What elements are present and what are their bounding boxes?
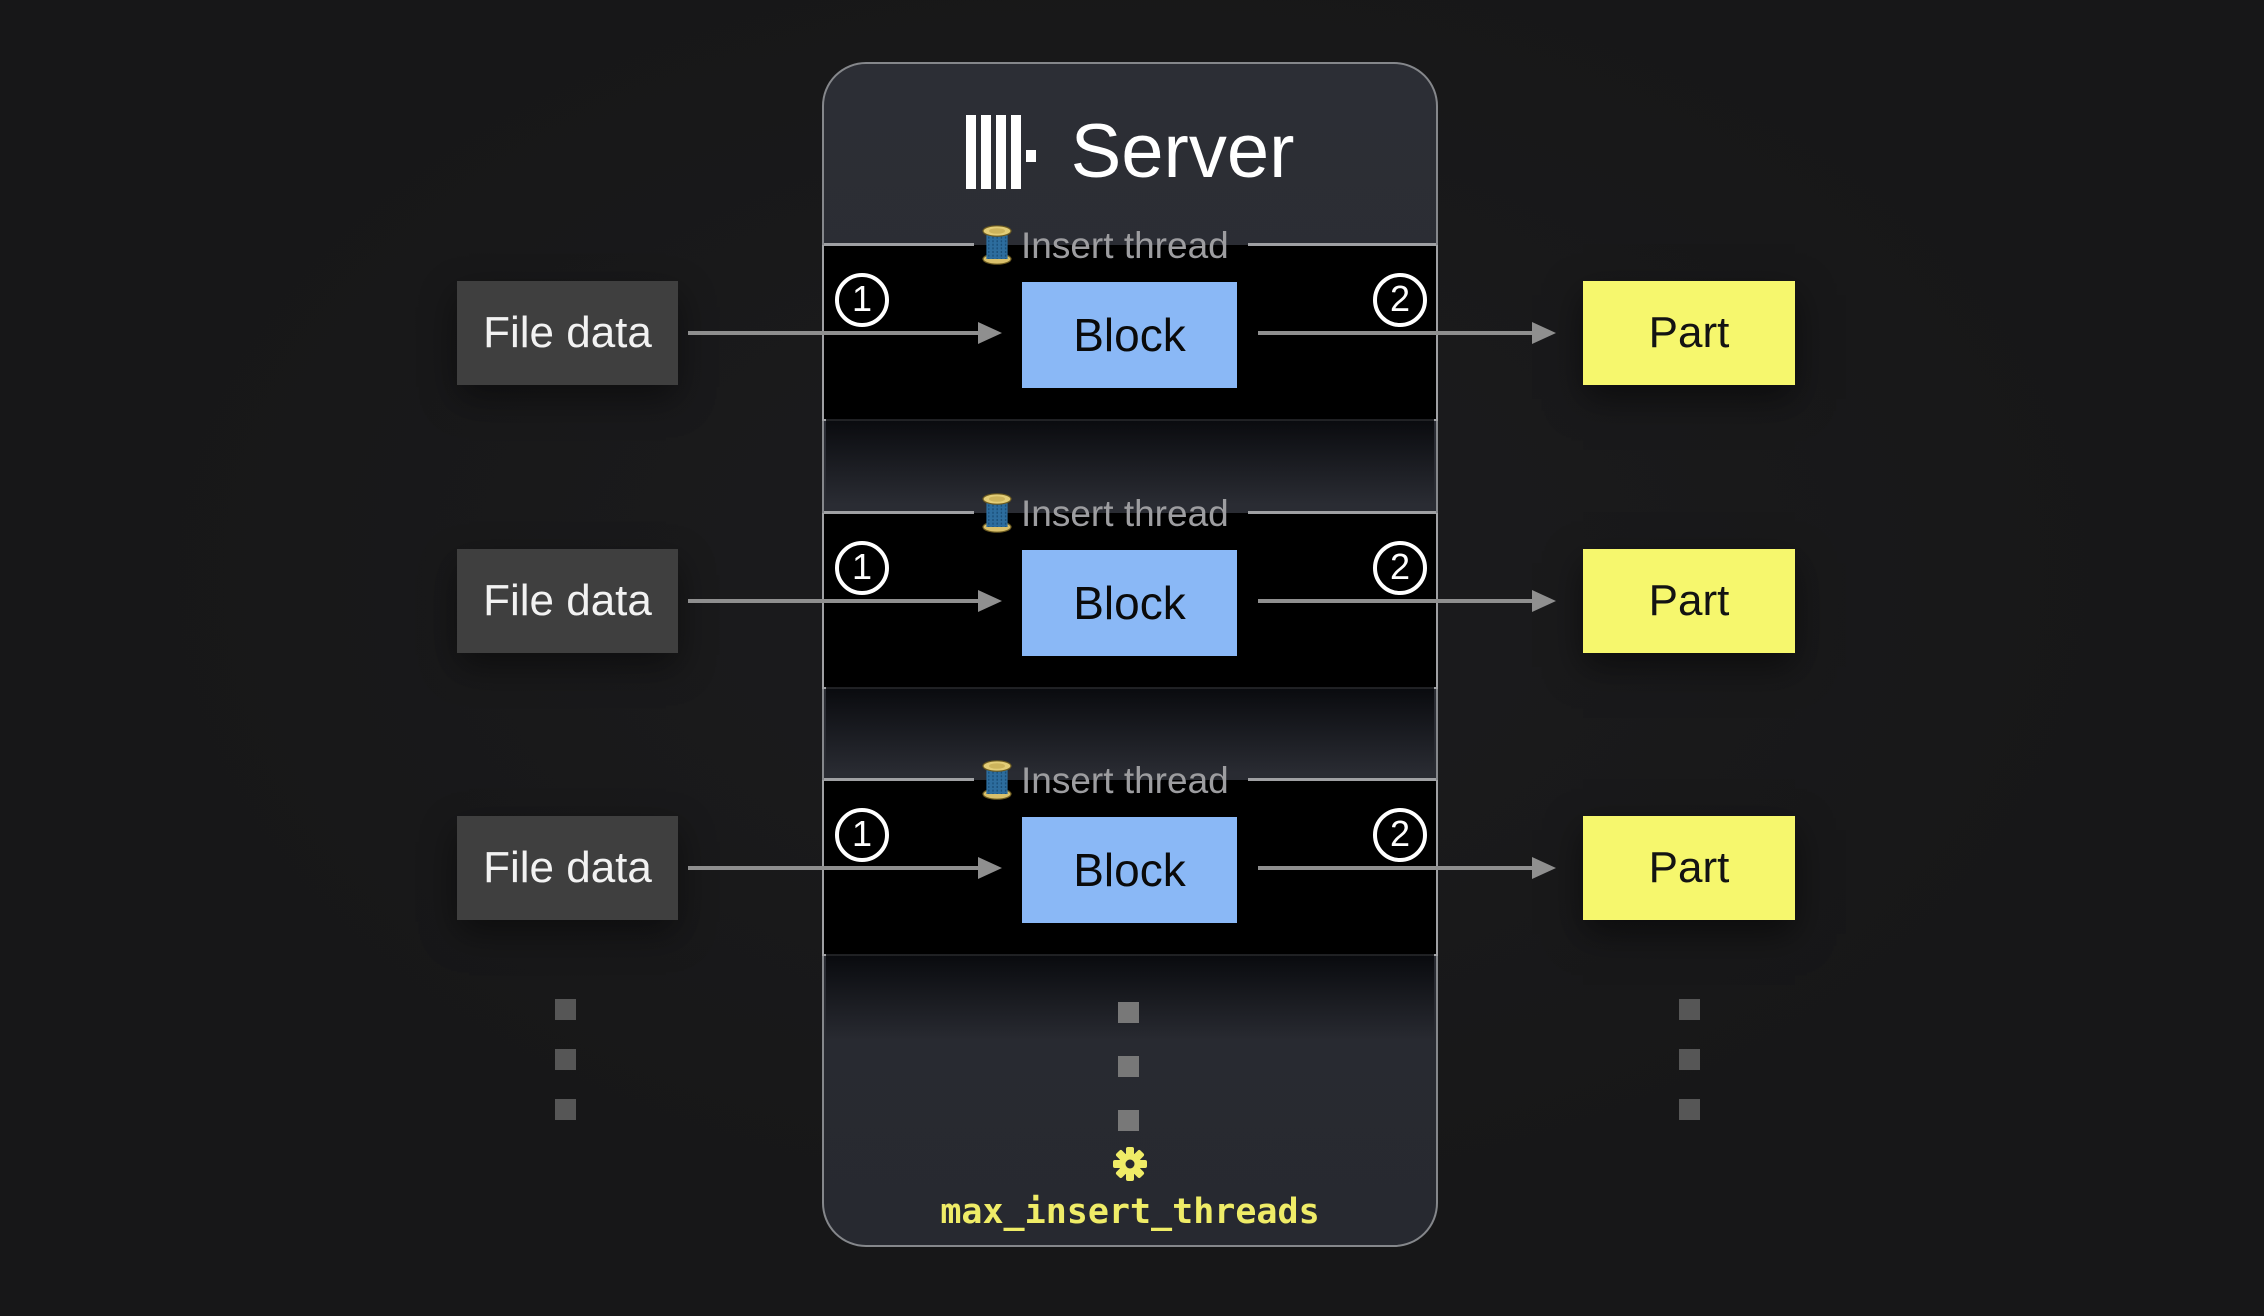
step-number: 1 [851,813,873,854]
thread-spool-icon [982,760,1012,800]
row-shadow [826,954,1434,1040]
ellipsis-dot [1118,1002,1139,1023]
step-1-badge: 1 [835,541,889,595]
row-border-segment [824,511,974,514]
ellipsis-dot [1679,999,1700,1020]
server-header: Server [824,64,1436,245]
ellipsis-dot [1679,1049,1700,1070]
step-2-badge: 2 [1373,273,1427,327]
server-panel: Server Insert thread 1 Block 2 [822,62,1438,1247]
insert-thread-label: Insert thread [982,492,1229,534]
file-data-box-3: File data [457,816,678,920]
row-border-segment [824,243,974,246]
arrow-filedata-to-block-3 [688,866,978,870]
row-border-segment [824,778,974,781]
logo-bar [1010,114,1021,189]
block-box: Block [1022,817,1237,923]
ellipsis-dot [555,999,576,1020]
block-label: Block [1073,309,1186,361]
block-label: Block [1073,577,1186,629]
ellipsis-dot [1679,1099,1700,1120]
server-title: Server [1070,108,1295,194]
thread-spool-icon [982,493,1012,533]
thread-spool-icon [982,225,1012,265]
part-box-2: Part [1583,549,1795,653]
insert-thread-label-text: Insert thread [1021,224,1229,266]
insert-thread-label-text: Insert thread [1021,492,1229,534]
ellipsis-dot [555,1099,576,1120]
ellipsis-dot [1118,1056,1139,1077]
arrow-block-to-part-2 [1258,599,1532,603]
arrow-block-to-part-3 [1258,866,1532,870]
row-border-segment [1248,243,1436,246]
file-data-label: File data [483,308,652,357]
file-data-label: File data [483,843,652,892]
step-number: 1 [851,546,873,587]
part-box-1: Part [1583,281,1795,385]
step-1-badge: 1 [835,273,889,327]
part-label: Part [1648,843,1730,892]
insert-thread-label-text: Insert thread [1021,759,1229,801]
part-box-3: Part [1583,816,1795,920]
arrow-block-to-part-1 [1258,331,1532,335]
step-2-badge: 2 [1373,808,1427,862]
arrow-filedata-to-block-2 [688,599,978,603]
max-insert-threads-label: max_insert_threads [940,1192,1320,1232]
row-border-segment [1248,511,1436,514]
step-number: 1 [851,278,873,319]
logo-bar [980,114,991,189]
row-border-segment [1248,778,1436,781]
block-box: Block [1022,282,1237,388]
file-data-box-1: File data [457,281,678,385]
part-label: Part [1648,576,1730,625]
gear-icon [1112,1146,1148,1182]
step-2-badge: 2 [1373,541,1427,595]
ellipsis-dot [1118,1110,1139,1131]
logo-dot [1025,149,1036,162]
step-number: 2 [1389,813,1411,854]
step-1-badge: 1 [835,808,889,862]
step-number: 2 [1389,278,1411,319]
part-label: Part [1648,308,1730,357]
logo-bar [965,114,976,189]
file-data-box-2: File data [457,549,678,653]
file-data-label: File data [483,576,652,625]
step-number: 2 [1389,546,1411,587]
logo-bar [995,114,1006,189]
block-box: Block [1022,550,1237,656]
arrow-filedata-to-block-1 [688,331,978,335]
ellipsis-dot [555,1049,576,1070]
clickhouse-logo-icon [965,114,1036,189]
insert-thread-label: Insert thread [982,759,1229,801]
insert-thread-label: Insert thread [982,224,1229,266]
block-label: Block [1073,844,1186,896]
